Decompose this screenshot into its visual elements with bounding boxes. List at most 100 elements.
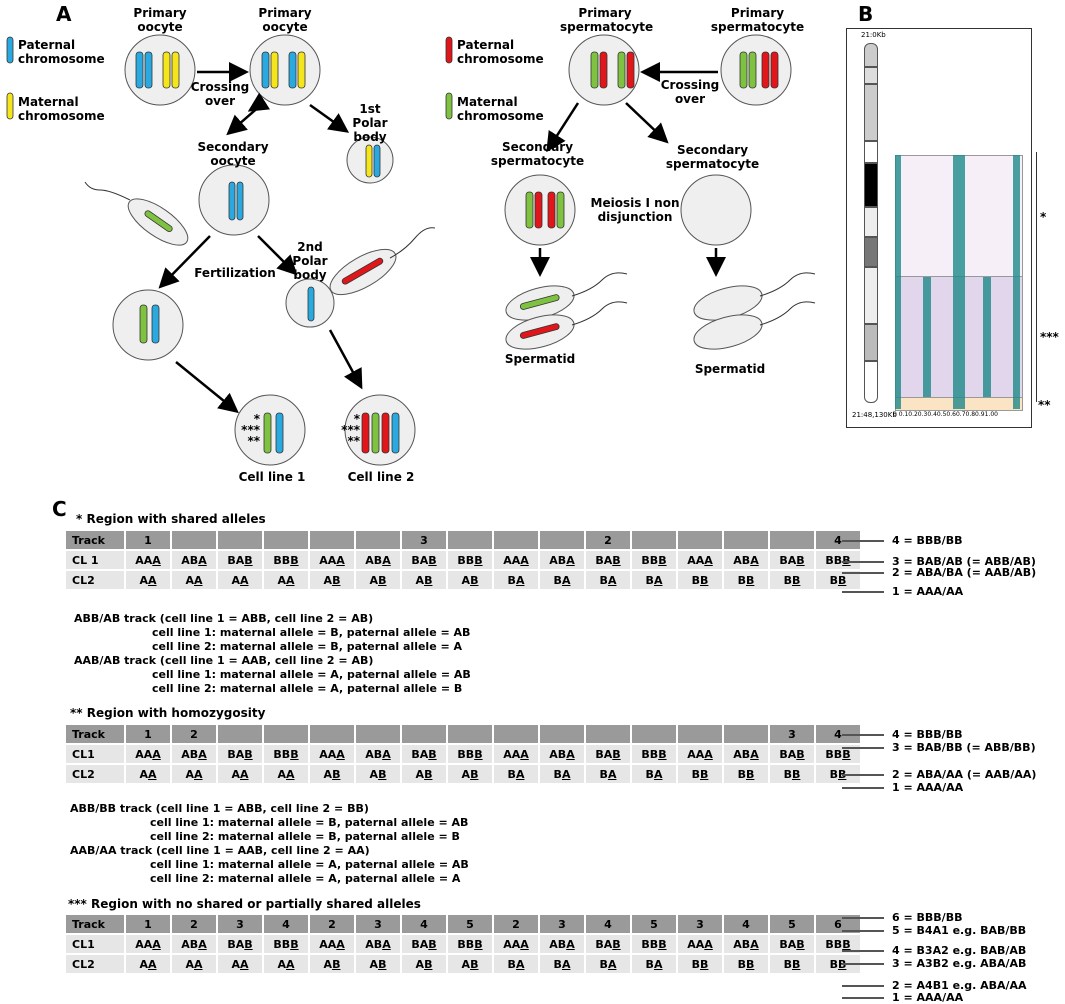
cl2-cell: AA [264,765,308,783]
crossing-over-label-left: Crossing over [190,80,250,108]
note-line: cell line 1: maternal allele = B, patern… [150,816,469,829]
track-cell: 5 [448,915,492,933]
track-cell: 3 [678,915,722,933]
note-line: cell line 2: maternal allele = A, patern… [152,682,463,695]
legend-line [842,774,884,776]
track-cell: 4 [402,915,446,933]
legend-line [842,997,884,999]
cl2-cell: BA [586,955,630,973]
cl2-cell: AB [356,955,400,973]
cl2-label: CL2 [66,955,124,973]
cl1-cell: AAA [310,551,354,569]
cl1-cell: ABA [172,551,216,569]
cl2-cell: AA [218,765,262,783]
track-cell [494,531,538,549]
legend-label: 2 = ABA/BA (= AAB/AB) [892,566,1037,579]
nondisjunction-label: Meiosis I non disjunction [590,196,680,224]
cl2-label: CL2 [66,765,124,783]
cl1-cell: BAB [586,551,630,569]
cl2-cell: AA [126,571,170,589]
track-cell: 4 [816,531,860,549]
cl1-cell: AAA [494,551,538,569]
cl2-cell: BB [770,765,814,783]
track-cell [632,531,676,549]
track-cell: 3 [770,725,814,743]
note-line: cell line 1: maternal allele = A, patern… [152,668,471,681]
cl2-cell: AA [218,571,262,589]
star-2: ** [247,434,260,448]
note-line: cell line 1: maternal allele = B, patern… [152,626,471,639]
track-cell [218,725,262,743]
track-cell: 4 [264,915,308,933]
legend-label: 2 = ABA/AA (= AAB/AA) [892,768,1037,781]
panel-label-c: C [52,497,67,521]
track-cell: 5 [632,915,676,933]
note-line: cell line 2: maternal allele = B, patern… [150,830,460,843]
maternal-legend-left: Maternal chromosome [18,95,105,123]
track-cell [448,531,492,549]
cl2-cell: AA [172,955,216,973]
cl1-cell: ABA [724,551,768,569]
legend-line [842,787,884,789]
cl2-cell: BA [586,571,630,589]
track-cell [310,725,354,743]
cl2-cell: BB [770,571,814,589]
track-cell: 6 [816,915,860,933]
panel-label-a: A [56,2,72,26]
cl1-cell: BAB [218,935,262,953]
cl1-cell: AAA [310,745,354,763]
legend-label: 3 = A3B2 e.g. ABA/AB [892,957,1027,970]
cl2-cell: BA [540,765,584,783]
cl1-cell: AAA [126,551,170,569]
cl1-cell: BBB [816,551,860,569]
star-3: *** [241,423,260,437]
note-line: cell line 2: maternal allele = A, patern… [150,872,461,885]
note-line: ABB/AB track (cell line 1 = ABB, cell li… [74,612,374,625]
cl1-cell: ABA [356,745,400,763]
cl2-cell: BA [494,955,538,973]
fertilization-label: Fertilization [194,266,276,280]
legend-label: 3 = BAB/BB (= ABB/BB) [892,741,1036,754]
cl1-cell: AAA [678,551,722,569]
region-stars-cl2: * *** ** [332,413,360,447]
cl1-cell: BBB [448,745,492,763]
secondary-oocyte-label: Secondary oocyte [197,140,269,168]
track-cell: 4 [724,915,768,933]
cl1-cell: AAA [678,745,722,763]
track-cell [448,725,492,743]
track-cell [356,725,400,743]
cl1-cell: BAB [402,551,446,569]
cl2-cell: AB [402,765,446,783]
ideogram-bottom-label: 21:48,130Kb [852,411,897,419]
legend-line [842,747,884,749]
cl2-cell: AA [172,571,216,589]
cl2-cell: BB [678,955,722,973]
cl2-cell: BA [540,571,584,589]
track-cell: 3 [402,531,446,549]
legend-line [842,561,884,563]
cl1-cell: BAB [770,935,814,953]
cl1-cell: AAA [310,935,354,953]
cl2-cell: AA [172,765,216,783]
crossing-over-label-right: Crossing over [660,78,720,106]
track-cell: 1 [126,531,170,549]
cl1-cell: BAB [218,551,262,569]
cl1-cell: ABA [356,551,400,569]
track-cell: 2 [172,915,216,933]
track-cell [356,531,400,549]
panel-label-b: B [858,2,874,26]
legend-line [842,734,884,736]
track-cell [678,531,722,549]
spermatid-label-1: Spermatid [504,352,576,366]
legend-line [842,917,884,919]
legend-label: 5 = B4A1 e.g. BAB/BB [892,924,1027,937]
ideogram-top-label: 21:0Kb [861,31,886,39]
cl1-cell: ABA [540,935,584,953]
legend-label: 1 = AAA/AA [892,781,964,794]
legend-line [842,985,884,987]
